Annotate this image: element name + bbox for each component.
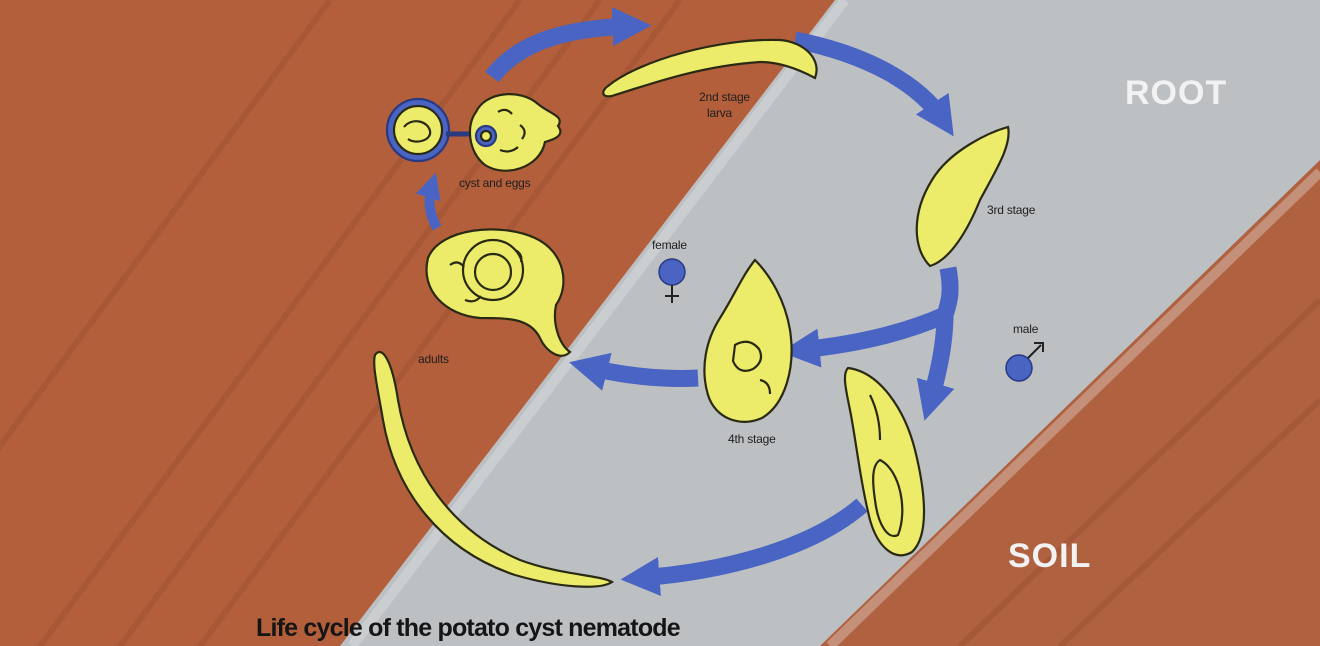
root-zone-label: ROOT — [1125, 74, 1227, 113]
fourth-stage-label: 4th stage — [728, 432, 776, 447]
male-label: male — [1013, 322, 1038, 337]
diagram-title: Life cycle of the potato cyst nematode — [256, 614, 680, 643]
cyst-and-eggs-label: cyst and eggs — [459, 176, 530, 191]
soil-zone-label: SOIL — [1008, 537, 1091, 576]
second-stage-label-line2: larva — [707, 106, 732, 121]
second-stage-label-line1: 2nd stage — [699, 90, 750, 105]
third-stage-label: 3rd stage — [987, 203, 1035, 218]
arrow-third-stage-branch — [945, 268, 950, 315]
adults-label: adults — [418, 352, 449, 367]
female-label: female — [652, 238, 687, 253]
